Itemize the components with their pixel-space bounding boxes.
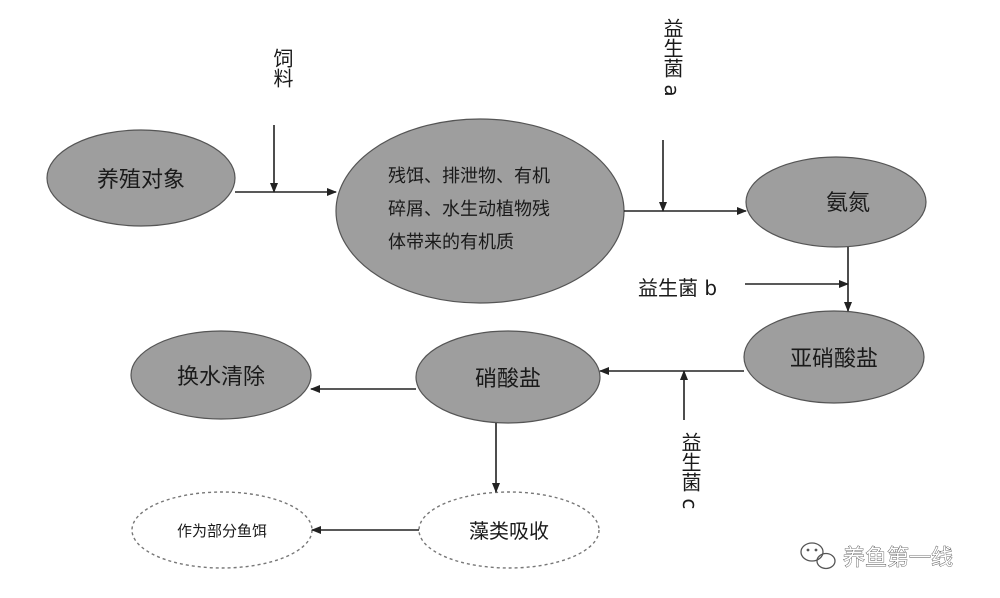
node-nitrate: 硝酸盐 (415, 330, 601, 424)
node-water-change: 换水清除 (130, 330, 312, 420)
ammonia-label: 氨氮 (826, 191, 870, 216)
algae-absorption-label: 藻类吸收 (469, 519, 549, 543)
organic-waste-line-3: 体带来的有机质 (388, 232, 514, 253)
wechat-watermark: 养鱼第一线 (800, 542, 953, 571)
probiotic-c-label: 益生菌 c (678, 432, 702, 510)
node-nitrite: 亚硝酸盐 (743, 310, 925, 404)
node-algae-absorption: 藻类吸收 (418, 491, 600, 569)
nitrite-label: 亚硝酸盐 (790, 347, 878, 372)
organic-waste-line-2: 碎屑、水生动植物残 (388, 199, 550, 220)
culture-object-label: 养殖对象 (97, 168, 185, 193)
partial-fish-feed-label: 作为部分鱼饵 (177, 522, 267, 540)
node-ammonia: 氨氮 (745, 156, 927, 248)
watermark-text: 养鱼第一线 (843, 546, 953, 571)
water-change-label: 换水清除 (177, 365, 265, 390)
nitrate-label: 硝酸盐 (475, 367, 541, 392)
node-culture-object: 养殖对象 (46, 129, 236, 227)
wechat-icon (800, 542, 836, 570)
probiotic-b-label: 益生菌 b (638, 276, 717, 300)
organic-waste-line-1: 残饵、排泄物、有机 (388, 166, 550, 187)
feed-label: 饲料 (270, 48, 294, 88)
probiotic-a-label: 益生菌 a (660, 18, 684, 97)
node-organic-waste: 残饵、排泄物、有机 碎屑、水生动植物残 体带来的有机质 (335, 118, 625, 304)
node-partial-fish-feed: 作为部分鱼饵 (131, 491, 313, 569)
